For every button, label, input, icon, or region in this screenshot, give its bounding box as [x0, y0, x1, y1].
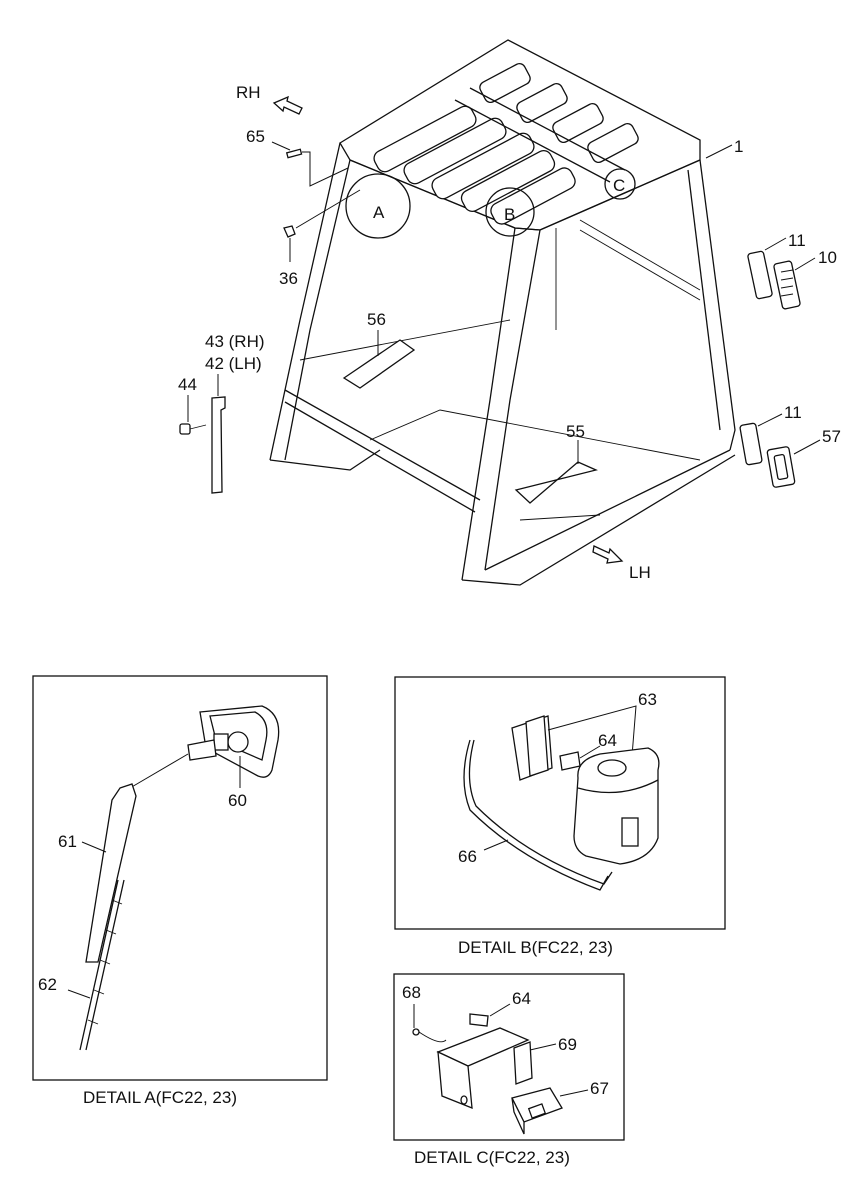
- part-44: 44: [178, 375, 207, 435]
- callout-68: 68: [402, 983, 421, 1002]
- part-55: 55: [514, 422, 598, 504]
- rh-direction: RH: [236, 83, 303, 115]
- callout-56: 56: [367, 310, 386, 329]
- detail-c-circle: [604, 168, 636, 200]
- callout-42: 42 (LH): [205, 354, 262, 373]
- lh-label: LH: [629, 563, 651, 582]
- callout-65: 65: [246, 127, 265, 146]
- wiper-blade-62: 62: [38, 879, 125, 1051]
- callout-36: 36: [279, 269, 298, 288]
- detail-c-caption: DETAIL C(FC22, 23): [414, 1148, 570, 1167]
- callout-64-c: 64: [512, 989, 531, 1008]
- callout-11-bottom: 11: [784, 403, 802, 422]
- detail-b-frame: [394, 676, 726, 930]
- callout-44: 44: [178, 375, 197, 394]
- callout-61: 61: [58, 832, 77, 851]
- callout-43: 43 (RH): [205, 332, 265, 351]
- detail-b: 63 64 66 DETAIL B(FC22, 23): [394, 676, 726, 957]
- washer-tank: [573, 747, 660, 865]
- callout-62: 62: [38, 975, 57, 994]
- callout-1: 1: [734, 137, 743, 156]
- detail-c: 68 64 69 67 DETAIL C(FC22, 23): [393, 973, 625, 1167]
- lh-arrow-icon: [592, 545, 624, 564]
- part-56: 56: [342, 310, 416, 389]
- detail-a: 60 61 62 DETAIL A(FC22, 23): [32, 675, 328, 1107]
- detail-b-caption: DETAIL B(FC22, 23): [458, 938, 613, 957]
- callout-69: 69: [558, 1035, 577, 1054]
- callout-66: 66: [458, 847, 477, 866]
- hose-66: 66: [458, 739, 613, 891]
- part-10: 10: [773, 248, 837, 310]
- bracket-63: 63: [511, 690, 657, 781]
- wiper-motor-60: 60: [187, 705, 280, 810]
- part-68: 68: [402, 983, 447, 1043]
- callout-55: 55: [566, 422, 585, 441]
- rh-label: RH: [236, 83, 261, 102]
- detail-c-frame: [393, 973, 625, 1141]
- detail-c-marker: C: [613, 176, 625, 195]
- part-11-lower: 11: [739, 403, 802, 466]
- rh-arrow-icon: [272, 95, 303, 115]
- cab-frame: A B C: [269, 39, 736, 586]
- part-11-upper: 11: [747, 231, 806, 300]
- callout-60: 60: [228, 791, 247, 810]
- callout-64-b: 64: [598, 731, 617, 750]
- detail-b-marker: B: [504, 205, 515, 224]
- callout-63: 63: [638, 690, 657, 709]
- callout-10: 10: [818, 248, 837, 267]
- switch-67: 67: [511, 1079, 609, 1135]
- part-42-43: 43 (RH) 42 (LH): [205, 332, 265, 494]
- bolt-64-c: 64: [469, 989, 531, 1027]
- part-1: 1: [705, 137, 743, 159]
- wiper-arm-61: 61: [58, 783, 137, 963]
- detail-a-caption: DETAIL A(FC22, 23): [83, 1088, 237, 1107]
- callout-57: 57: [822, 427, 841, 446]
- detail-b-circle: [485, 187, 535, 237]
- lh-direction: LH: [592, 545, 651, 582]
- callout-67: 67: [590, 1079, 609, 1098]
- part-65: 65: [246, 127, 349, 187]
- bracket-69: 69: [436, 1027, 577, 1109]
- callout-11-top: 11: [788, 231, 806, 250]
- part-57: 57: [766, 427, 841, 488]
- detail-a-marker: A: [373, 203, 385, 222]
- detail-a-circle: [345, 173, 411, 239]
- detail-a-frame: [32, 675, 328, 1081]
- part-36: 36: [279, 189, 361, 288]
